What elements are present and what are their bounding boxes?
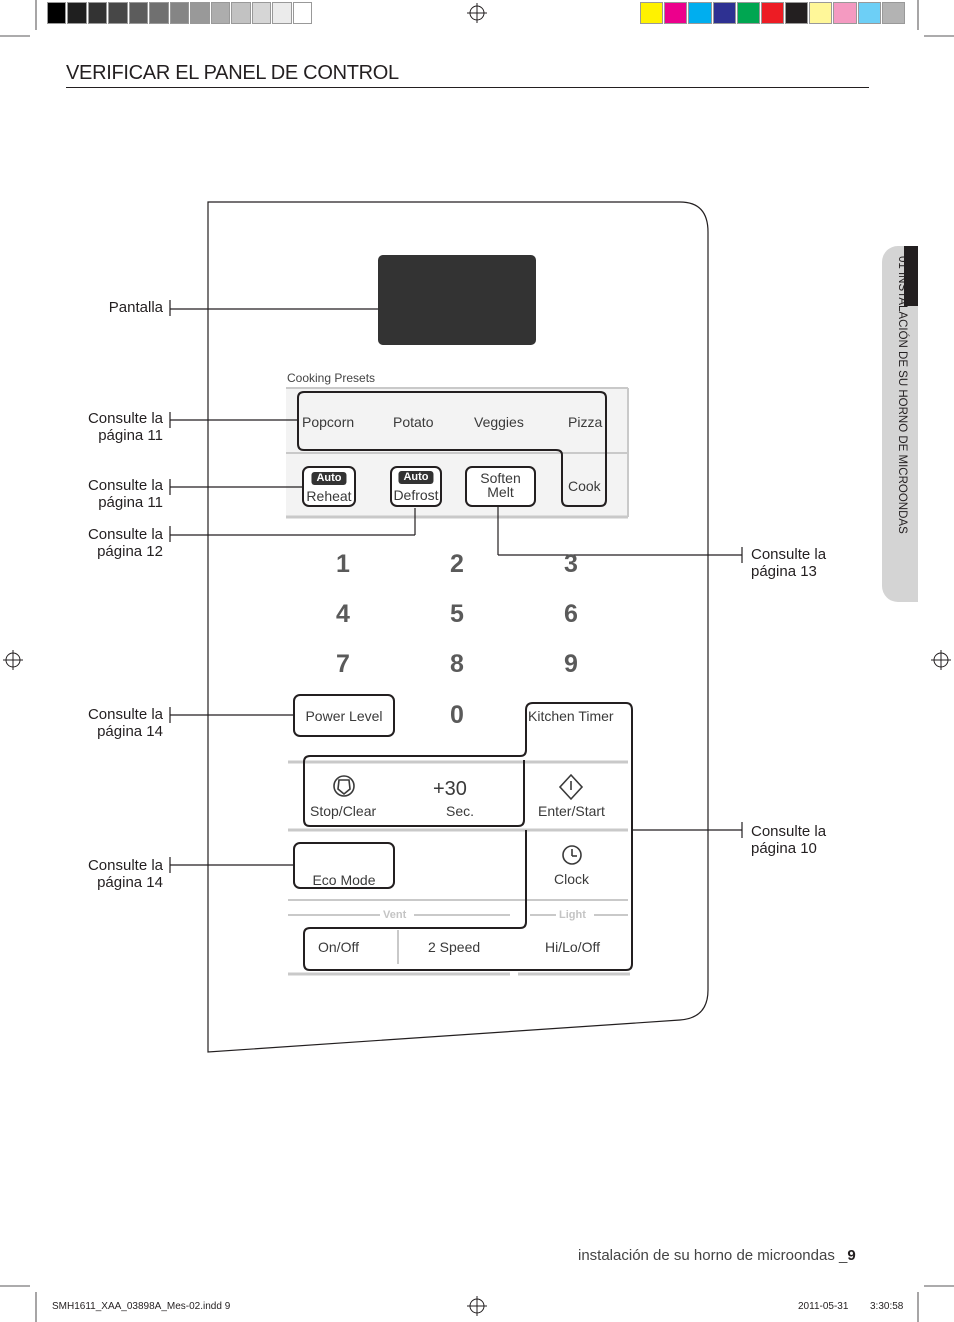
process-swatch <box>809 2 833 24</box>
gray-swatch <box>67 2 87 24</box>
gray-color-bar <box>47 2 313 24</box>
registration-mark-icon <box>3 3 951 1316</box>
process-swatch <box>857 2 881 24</box>
gray-swatch <box>47 2 67 24</box>
process-swatch <box>664 2 688 24</box>
gray-swatch <box>272 2 292 24</box>
digit-3-key[interactable]: 3 <box>564 550 578 578</box>
power-level-label: Power Level <box>305 708 383 724</box>
process-color-bar <box>640 2 906 24</box>
process-swatch <box>688 2 712 24</box>
digit-1-key[interactable]: 1 <box>336 550 350 578</box>
page-number: 9 <box>847 1247 856 1264</box>
cook-key[interactable]: Cook <box>568 478 601 494</box>
digit-5-key[interactable]: 5 <box>450 600 464 628</box>
vent-label: Vent <box>383 909 407 921</box>
soften-melt-button[interactable]: Soften Melt <box>465 466 536 507</box>
vent-on-off-key[interactable]: On/Off <box>318 939 359 955</box>
kitchen-timer-key[interactable]: Kitchen Timer <box>528 708 614 724</box>
process-swatch <box>712 2 736 24</box>
cooking-presets-label: Cooking Presets <box>287 371 376 385</box>
process-swatch <box>736 2 760 24</box>
gray-swatch <box>128 2 149 24</box>
defrost-label: Defrost <box>393 487 439 503</box>
side-chapter-label: 01 INSTALACIÓN DE SU HORNO DE MICROONDAS <box>896 256 908 534</box>
clock-icon <box>562 845 582 865</box>
digit-6-key[interactable]: 6 <box>564 600 578 628</box>
kitchen-timer-frame <box>303 702 633 971</box>
enter-start-key[interactable]: Enter/Start <box>538 803 605 819</box>
section-title: VERIFICAR EL PANEL DE CONTROL <box>66 62 399 84</box>
digit-9-key[interactable]: 9 <box>564 650 578 678</box>
vent-2-speed-key[interactable]: 2 Speed <box>428 939 481 955</box>
digit-4-key[interactable]: 4 <box>336 600 350 628</box>
eco-mode-label: Eco Mode <box>312 872 376 888</box>
slug-filename: SMH1611_XAA_03898A_Mes-02.indd 9 <box>52 1301 231 1312</box>
side-tab-marker <box>904 246 918 306</box>
gray-swatch <box>251 2 272 24</box>
digit-0-key[interactable]: 0 <box>450 701 464 729</box>
potato-key[interactable]: Potato <box>393 414 434 430</box>
digit-8-key[interactable]: 8 <box>450 650 464 678</box>
auto-badge: Auto <box>311 472 347 485</box>
slug-time: 3:30:58 <box>870 1301 904 1312</box>
gray-swatch <box>210 2 231 24</box>
soften-label: Soften <box>480 470 521 486</box>
popcorn-key[interactable]: Popcorn <box>302 414 355 430</box>
sec-label: Sec. <box>446 803 475 819</box>
veggies-key[interactable]: Veggies <box>474 414 524 430</box>
digit-2-key[interactable]: 2 <box>450 550 464 578</box>
eco-mode-button[interactable]: Eco Mode <box>293 842 395 889</box>
digit-7-key[interactable]: 7 <box>336 650 350 678</box>
melt-label: Melt <box>487 484 514 500</box>
pizza-key[interactable]: Pizza <box>568 414 603 430</box>
title-rule <box>66 87 869 88</box>
process-swatch <box>760 2 785 24</box>
gray-swatch <box>231 2 251 24</box>
stop-clear-key[interactable]: Stop/Clear <box>310 803 377 819</box>
presets-group-frame <box>297 391 607 507</box>
display-screen <box>378 255 536 345</box>
gray-swatch <box>149 2 169 24</box>
clock-key[interactable]: Clock <box>554 871 590 887</box>
process-swatch <box>833 2 857 24</box>
process-swatch <box>640 2 664 24</box>
slug-date: 2011-05-31 <box>798 1301 849 1312</box>
reheat-label: Reheat <box>306 488 352 504</box>
panel-outline <box>207 201 709 1053</box>
light-label: Light <box>559 909 586 921</box>
gray-swatch <box>169 2 190 24</box>
gray-swatch <box>190 2 210 24</box>
auto-defrost-button[interactable]: Auto Defrost <box>390 466 442 507</box>
callout-pantalla: Pantalla <box>108 299 163 316</box>
power-level-button[interactable]: Power Level <box>293 694 395 737</box>
process-swatch <box>785 2 809 24</box>
light-hi-lo-off-key[interactable]: Hi/Lo/Off <box>545 939 600 955</box>
gray-swatch <box>108 2 128 24</box>
gray-swatch <box>292 2 312 24</box>
running-footer: instalación de su horno de microondas _9 <box>578 1247 856 1264</box>
process-swatch <box>881 2 905 24</box>
stop-clear-icon <box>333 775 355 797</box>
plus30-key[interactable]: +30 <box>433 778 467 800</box>
auto-reheat-button[interactable]: Auto Reheat <box>302 466 356 507</box>
enter-start-icon <box>558 773 584 801</box>
gray-swatch <box>87 2 108 24</box>
auto-badge: Auto <box>398 471 434 484</box>
